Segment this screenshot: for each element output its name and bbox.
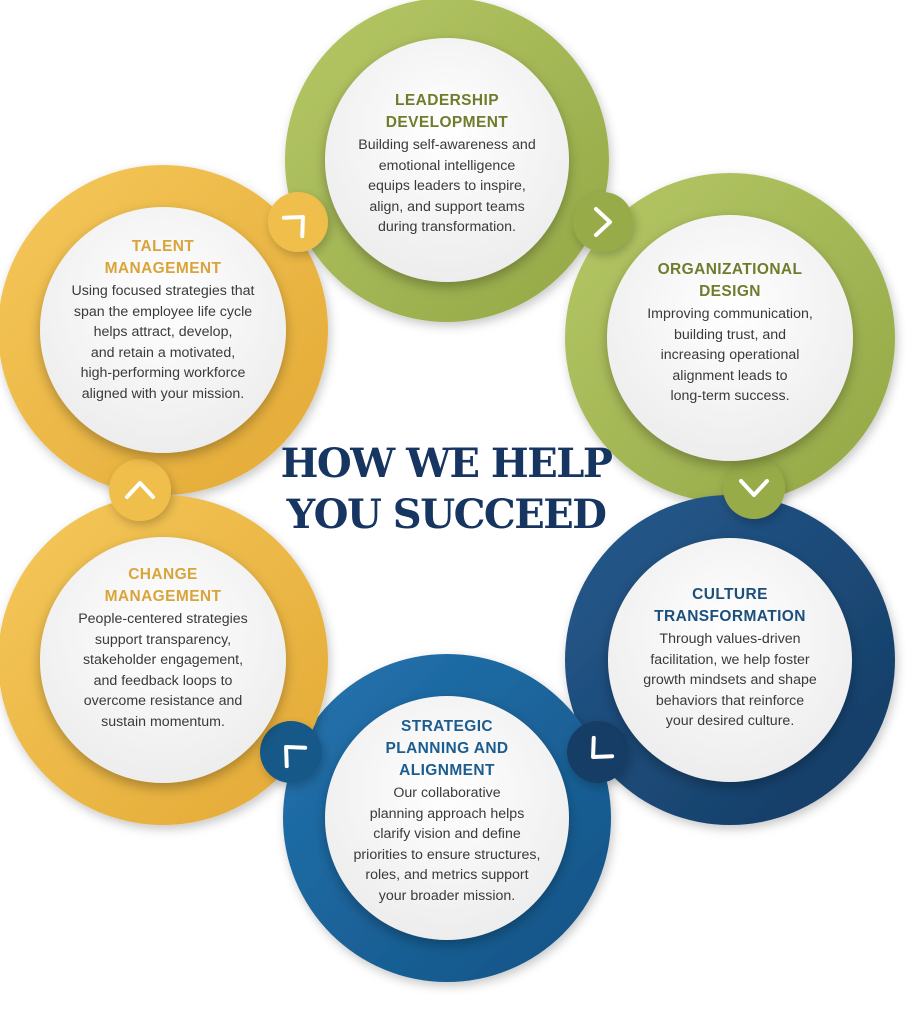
node-description-line: behaviors that reinforce [655, 692, 805, 709]
node-title-line: DESIGN [699, 283, 761, 300]
chevron-up-left-icon [260, 721, 322, 783]
node-description-line: Improving communication, [647, 306, 813, 322]
node-description-line: facilitation, we help foster [650, 651, 810, 668]
node-title-line: CHANGE [128, 566, 198, 583]
disc-culture [608, 538, 852, 782]
node-title-line: STRATEGIC [400, 718, 493, 735]
node-description-line: span the employee life cycle [73, 303, 253, 320]
node-title: ORGANIZATIONAL DESIGN [603, 259, 857, 303]
node-title-line: ORGANIZATIONAL [657, 261, 803, 278]
node-title-line: MANAGEMENT [104, 588, 222, 605]
node-description-line: Using focused strategies that [71, 283, 255, 299]
node-title-line: MANAGEMENT [104, 260, 222, 277]
node-culture: CULTURE TRANSFORMATION Through values-driv… [603, 584, 857, 732]
node-description-line: long-term success. [670, 388, 790, 405]
node-title: LEADERSHIP DEVELOPMENT [320, 90, 574, 134]
node-description: Improving communication, building trust, … [603, 304, 857, 407]
disc-talent [40, 207, 286, 453]
node-change: CHANGE MANAGEMENT People-centered strategi… [36, 564, 290, 733]
node-talent: TALENT MANAGEMENT Using focused strategies… [36, 236, 290, 405]
headline-line-2: YOU SUCCEED [286, 491, 607, 538]
node-description-line: increasing operational [660, 347, 800, 364]
headline-line-1: HOW WE HELP [280, 440, 613, 487]
node-description-line: People-centered strategies [78, 611, 248, 627]
node-description-line: align, and support teams [369, 198, 525, 215]
disc-leadership [325, 38, 569, 282]
node-title: CULTURE TRANSFORMATION [603, 584, 857, 628]
node-description-line: growth mindsets and shape [643, 672, 817, 689]
node-description-line: sustain momentum. [101, 713, 225, 730]
node-description-line: stakeholder engagement, [82, 652, 244, 669]
node-description-line: emotional intelligence [378, 157, 516, 174]
chevron-down-icon [723, 457, 785, 519]
chevron-up-icon [109, 459, 171, 521]
node-title-line: TRANSFORMATION [654, 608, 806, 625]
node-description-line: during transformation. [377, 219, 516, 236]
node-organizational: ORGANIZATIONAL DESIGN Improving communicat… [603, 259, 857, 407]
node-description-line: and feedback loops to [93, 672, 233, 689]
node-description-line: overcome resistance and [83, 693, 243, 710]
node-description-line: roles, and metrics support [365, 867, 529, 884]
node-title-line: LEADERSHIP [395, 92, 499, 109]
node-title-line: DEVELOPMENT [385, 114, 509, 131]
node-description-line: and retain a motivated, [90, 344, 236, 361]
node-description-line: support transparency, [94, 631, 232, 648]
node-description-line: Through values-driven [659, 631, 801, 647]
node-description-line: priorities to ensure structures, [353, 846, 541, 863]
node-description-line: helps attract, develop, [93, 324, 233, 341]
headline: HOW WE HELP YOU SUCCEED [250, 438, 642, 540]
node-title: STRATEGIC PLANNING AND ALIGNMENT [320, 716, 574, 782]
node-description-line: aligned with your mission. [81, 385, 245, 402]
node-description-line: building trust, and [674, 326, 786, 343]
node-description-line: equips leaders to inspire, [368, 178, 526, 195]
node-description-line: Our collaborative [393, 785, 501, 801]
node-description-line: your broader mission. [378, 887, 516, 904]
node-title-line: ALIGNMENT [399, 762, 495, 779]
node-description-line: planning approach helps [369, 805, 525, 822]
node-strategic: STRATEGIC PLANNING AND ALIGNMENT Our collab… [320, 716, 574, 907]
node-title: TALENT MANAGEMENT [36, 236, 290, 280]
node-description-line: your desired culture. [665, 713, 795, 730]
node-description: Through values-driven facilitation, we he… [603, 629, 857, 732]
disc-change [40, 537, 286, 783]
node-description: Using focused strategies that span the em… [36, 281, 290, 405]
node-description-line: clarify vision and define [373, 826, 521, 843]
node-title-line: PLANNING AND [385, 740, 509, 757]
disc-organizational [607, 215, 853, 461]
node-description-line: high-performing workforce [80, 365, 246, 382]
disc-strategic [325, 696, 569, 940]
node-description-line: Building self-awareness and [358, 137, 536, 153]
chevron-down-left-icon [567, 721, 629, 783]
node-title-line: TALENT [131, 238, 195, 255]
node-title-line: CULTURE [692, 586, 768, 603]
node-description: Our collaborative planning approach helps… [320, 783, 574, 907]
node-description: People-centered strategies support transp… [36, 609, 290, 733]
node-title: CHANGE MANAGEMENT [36, 564, 290, 608]
node-description-line: alignment leads to [672, 367, 788, 384]
chevron-right-icon [573, 192, 633, 252]
chevron-up-right-icon [268, 192, 328, 252]
node-leadership: LEADERSHIP DEVELOPMENT Building self-aware… [320, 90, 574, 238]
node-description: Building self-awareness and emotional int… [320, 135, 574, 238]
